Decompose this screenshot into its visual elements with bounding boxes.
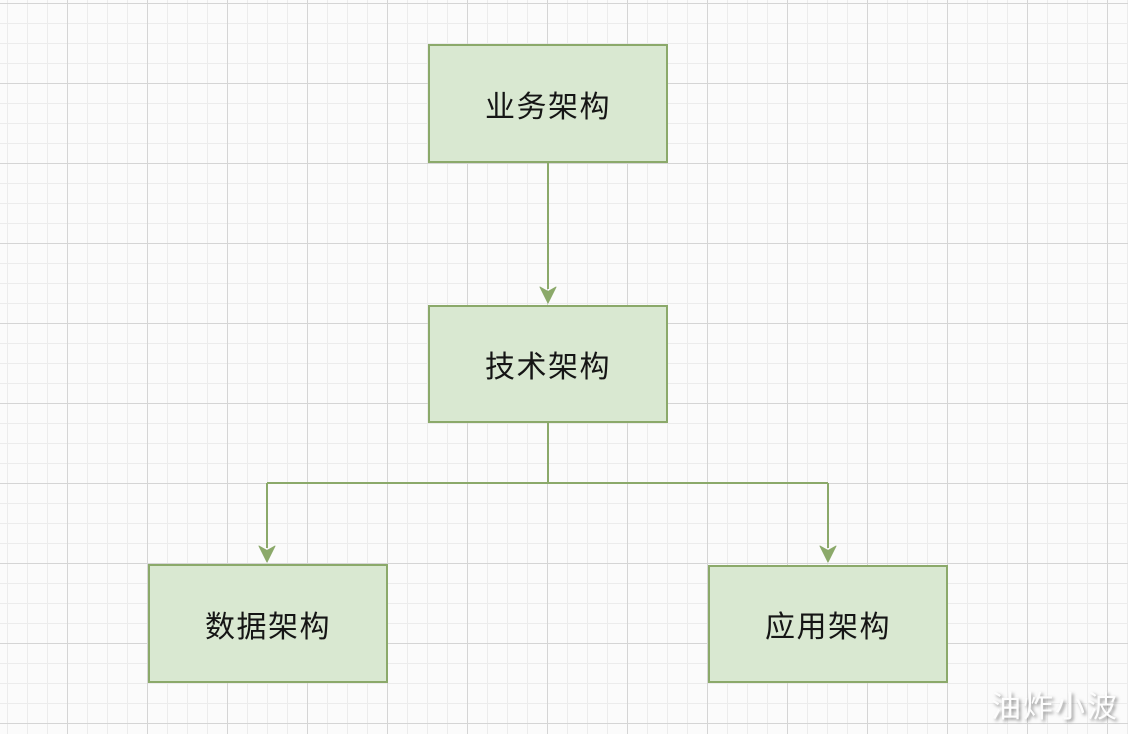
node-label: 应用架构 — [765, 611, 891, 644]
node-label: 技术架构 — [485, 351, 611, 384]
arrowhead-down-icon — [819, 545, 837, 563]
node-technical-architecture[interactable]: 技术架构 — [428, 305, 668, 423]
node-label: 数据架构 — [205, 610, 331, 644]
node-data-architecture[interactable]: 数据架构 — [148, 564, 388, 683]
arrowhead-down-icon — [539, 286, 557, 304]
node-business-architecture[interactable]: 业务架构 — [428, 44, 668, 163]
arrowhead-down-icon — [258, 545, 276, 563]
node-label: 业务架构 — [485, 90, 611, 124]
edge-technical-branch[interactable] — [266, 423, 829, 548]
node-application-architecture[interactable]: 应用架构 — [708, 565, 948, 683]
watermark: 油炸小波 — [991, 691, 1119, 724]
